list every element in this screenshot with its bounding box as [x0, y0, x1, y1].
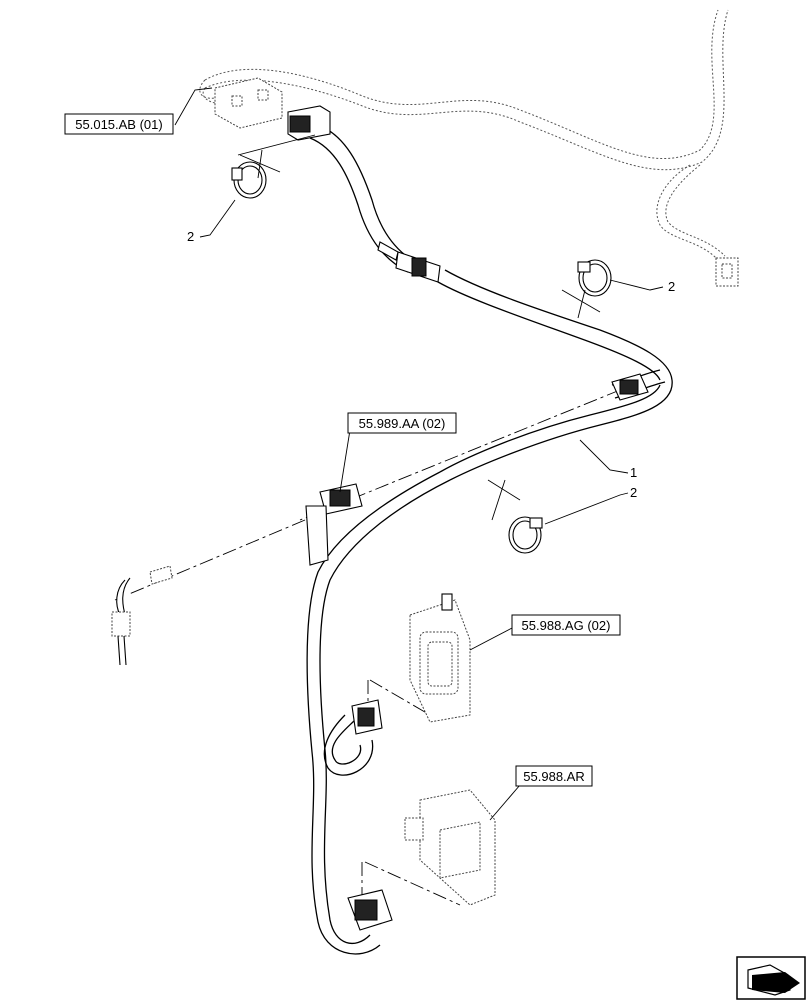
callout-55-988-ar[interactable]: 55.988.AR [515, 765, 593, 787]
center-line-ar [364, 861, 461, 906]
clip-1[interactable] [231, 161, 267, 199]
sensor-module-ag[interactable] [409, 593, 471, 723]
phantom-connector-top-right [715, 257, 739, 287]
temperature-sensor[interactable] [111, 565, 173, 666]
clip-markers [237, 134, 601, 521]
phantom-harness [199, 9, 729, 261]
connector-bottom[interactable] [347, 889, 393, 931]
clip-3[interactable] [508, 516, 543, 554]
item-number-2b: 2 [668, 279, 675, 294]
connector-sensor[interactable] [305, 483, 363, 566]
leader-1 [579, 439, 629, 474]
item-number-1: 1 [630, 465, 637, 480]
leader-callout-4 [489, 784, 521, 821]
svg-text:55.988.AG (02): 55.988.AG (02) [522, 618, 611, 633]
center-line-ag [369, 679, 431, 716]
connector-right[interactable] [611, 373, 649, 401]
clip-2[interactable] [577, 259, 612, 297]
center-line-sensor [114, 519, 306, 601]
control-module-ar[interactable] [404, 789, 496, 906]
leader-2a [199, 199, 236, 238]
connector-mid[interactable] [351, 699, 383, 735]
leader-callout-2 [339, 429, 351, 493]
svg-text:55.015.AB (01): 55.015.AB (01) [75, 117, 162, 132]
leader-2c [544, 492, 629, 525]
leader-2b [609, 279, 664, 291]
connector-top[interactable] [287, 105, 331, 141]
callout-55-988-ag[interactable]: 55.988.AG (02) [511, 614, 621, 636]
svg-text:55.989.AA (02): 55.989.AA (02) [359, 416, 446, 431]
svg-text:55.988.AR: 55.988.AR [523, 769, 584, 784]
callout-55-989-aa[interactable]: 55.989.AA (02) [347, 412, 457, 434]
item-number-2a: 2 [187, 229, 194, 244]
inline-connector[interactable] [377, 241, 441, 283]
phantom-component-55-015 [214, 77, 283, 129]
leader-callout-1 [174, 87, 213, 126]
leader-callout-3 [469, 627, 513, 651]
callout-55-015-ab[interactable]: 55.015.AB (01) [64, 113, 174, 135]
next-page-arrow-icon[interactable] [736, 956, 806, 1000]
item-number-2c: 2 [630, 485, 637, 500]
